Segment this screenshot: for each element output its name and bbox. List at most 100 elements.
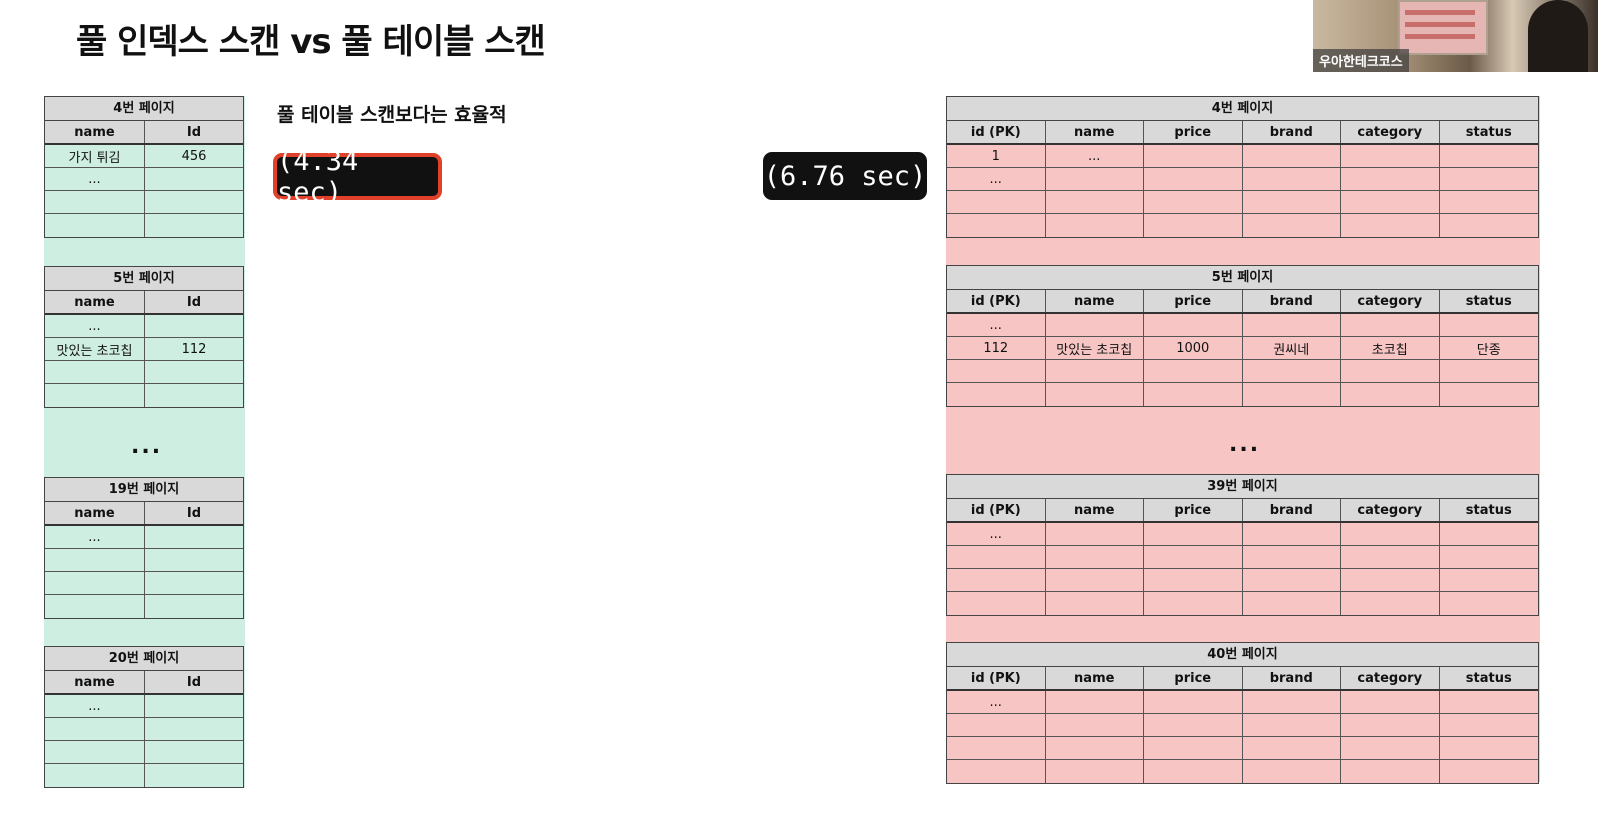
table-row: ...: [947, 168, 1538, 191]
page-title: 40번 페이지: [947, 643, 1538, 667]
table-header-row: id (PK) name price brand category status: [947, 290, 1538, 314]
table-cell: [1243, 383, 1341, 406]
table-cell: [1144, 714, 1243, 736]
table-cell: [1144, 145, 1243, 167]
table-row: [45, 718, 243, 741]
table-row: ...: [947, 523, 1538, 546]
index-pages-ellipsis: ...: [131, 434, 163, 459]
table-cell: [1341, 737, 1440, 759]
column-header: price: [1144, 121, 1243, 143]
table-cell: 가지 튀김: [45, 145, 145, 167]
column-header: id (PK): [947, 121, 1046, 143]
table-cell: [145, 214, 243, 237]
table-cell: 112: [947, 337, 1046, 359]
table-cell: [1341, 214, 1440, 237]
webcam-label: 우아한테크코스: [1313, 49, 1409, 72]
table-row: [947, 569, 1538, 592]
table-cell: [145, 764, 243, 787]
table-cell: [1144, 737, 1243, 759]
table-cell: 권씨네: [1243, 337, 1341, 359]
table-row: [947, 760, 1538, 783]
table-cell: [947, 191, 1046, 213]
table-cell: [1243, 145, 1341, 167]
table-row: [947, 214, 1538, 237]
table-cell: [1341, 714, 1440, 736]
column-header: name: [45, 121, 145, 143]
column-header: status: [1465, 502, 1512, 518]
table-row: [45, 572, 243, 595]
table-cell: [145, 572, 243, 594]
webcam-overlay: 우아한테크코스: [1313, 0, 1598, 72]
table-cell: [1341, 546, 1440, 568]
table-row: [947, 360, 1538, 383]
table-cell: [45, 214, 145, 237]
column-header: brand: [1243, 121, 1341, 143]
table-header-row: name Id: [45, 121, 243, 145]
table-cell: ...: [45, 315, 145, 337]
table-cell: [145, 595, 243, 618]
table-cell: 1: [947, 145, 1046, 167]
table-cell: [1440, 546, 1539, 568]
table-cell: [1046, 546, 1144, 568]
full-table-scan-column: 4번 페이지 id (PK) name price brand category…: [946, 96, 1540, 784]
table-cell: [1144, 191, 1243, 213]
column-header: category: [1341, 290, 1440, 312]
table-cell: [145, 741, 243, 763]
webcam-background-screen: [1398, 0, 1488, 55]
table-header-row: id (PK) name price brand category status: [947, 121, 1538, 145]
table-cell: [1243, 314, 1341, 336]
table-cell: 456: [181, 148, 207, 164]
table-cell: [947, 360, 1046, 382]
table-cell: [1046, 760, 1144, 783]
table-row: [45, 549, 243, 572]
slide-title: 풀 인덱스 스캔 vs 풀 테이블 스캔: [76, 22, 546, 62]
table-row: ...: [45, 526, 243, 549]
table-cell: [1341, 145, 1440, 167]
table-cell: [1243, 714, 1341, 736]
table-cell: [1341, 569, 1440, 591]
column-header: name: [1046, 667, 1144, 689]
table-cell: ...: [947, 691, 1046, 713]
page-title: 5번 페이지: [45, 267, 243, 291]
table-cell: [145, 526, 243, 548]
column-header: name: [1046, 290, 1144, 312]
table-row: ...: [947, 314, 1538, 337]
table-page: 4번 페이지 id (PK) name price brand category…: [946, 96, 1539, 238]
table-cell: [145, 695, 243, 717]
column-header: Id: [186, 505, 202, 521]
table-cell: [947, 760, 1046, 783]
table-row: ...: [45, 695, 243, 718]
table-cell: [1243, 760, 1341, 783]
table-cell: [1440, 592, 1539, 615]
table-cell: [1046, 168, 1144, 190]
table-row: [947, 737, 1538, 760]
table-cell: [1440, 214, 1539, 237]
table-row: [45, 214, 243, 237]
table-row: [45, 361, 243, 384]
table-pages-ellipsis: ...: [1229, 432, 1261, 457]
table-row: [45, 384, 243, 407]
table-cell: [1144, 569, 1243, 591]
page-title: 39번 페이지: [947, 475, 1538, 499]
table-cell: [1341, 592, 1440, 615]
column-header: name: [45, 671, 145, 693]
table-cell: [1440, 569, 1539, 591]
table-cell: [1144, 546, 1243, 568]
column-header: status: [1465, 670, 1512, 686]
column-header: brand: [1243, 290, 1341, 312]
table-cell: [1440, 523, 1539, 545]
index-page: 20번 페이지 name Id ...: [44, 646, 244, 788]
table-cell: 1000: [1144, 337, 1243, 359]
table-cell: [1243, 569, 1341, 591]
table-cell: ...: [45, 526, 145, 548]
table-cell: [1144, 592, 1243, 615]
table-cell: [1341, 383, 1440, 406]
table-cell: 112: [181, 341, 207, 357]
table-cell: [1243, 214, 1341, 237]
column-header: name: [1046, 499, 1144, 521]
table-cell: [1243, 592, 1341, 615]
table-row: [45, 191, 243, 214]
